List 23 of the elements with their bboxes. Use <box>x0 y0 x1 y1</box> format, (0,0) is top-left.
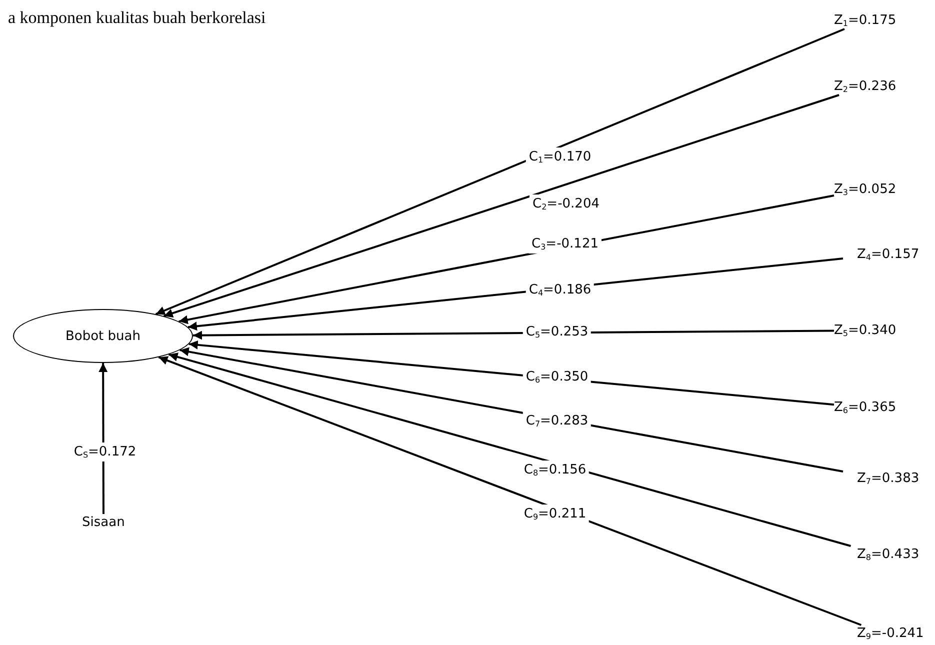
node-label: Z$_{1}$=0.175 <box>834 12 896 29</box>
node-label: Z$_{2}$=0.236 <box>834 78 896 95</box>
title: a komponen kualitas buah berkorelasi <box>8 8 266 28</box>
arrow <box>188 340 834 406</box>
arrow <box>178 194 834 324</box>
node-label: Z$_{5}$=0.340 <box>834 322 896 339</box>
node-label: Z$_{7}$=0.383 <box>843 470 920 487</box>
arrow <box>180 347 844 473</box>
node-label: Z$_{9}$=-0.241 <box>843 625 924 642</box>
node-label: Z$_{3}$=0.052 <box>834 181 896 198</box>
node-label: Z$_{8}$=0.433 <box>843 546 920 563</box>
node-label: Z$_{4}$=0.157 <box>843 246 920 263</box>
arrow <box>168 352 851 547</box>
arrow <box>192 330 834 340</box>
arrow <box>188 257 844 331</box>
edge-label: C$_{3}$=-0.121 <box>528 234 602 254</box>
node-label: Z$_{6}$=0.365 <box>834 399 896 416</box>
ellipse-node: Bobot buah <box>13 309 193 363</box>
node-label: Sisaan <box>82 514 125 531</box>
arrow <box>98 363 108 514</box>
arrow <box>163 94 840 318</box>
arrow <box>158 356 862 626</box>
arrow <box>155 28 845 316</box>
